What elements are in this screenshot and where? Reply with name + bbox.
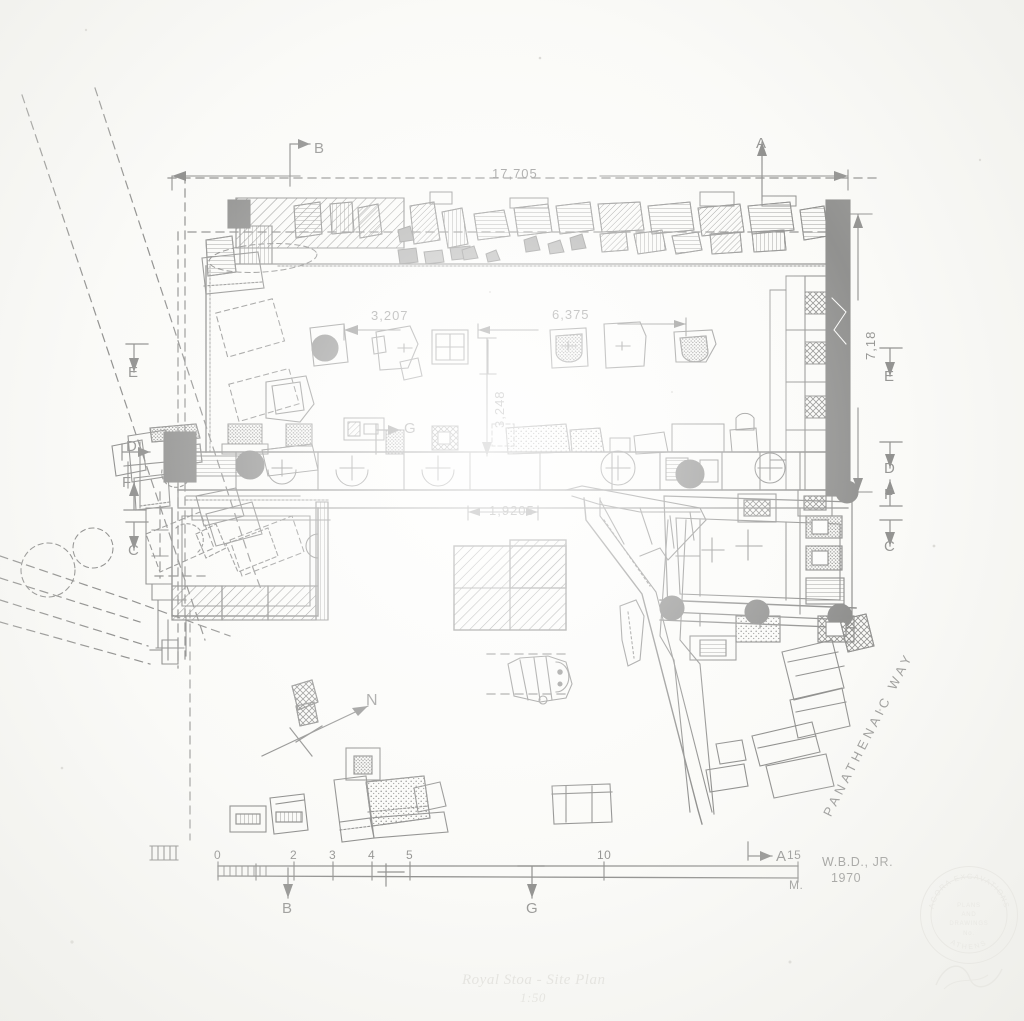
- print-specks: [60, 28, 982, 964]
